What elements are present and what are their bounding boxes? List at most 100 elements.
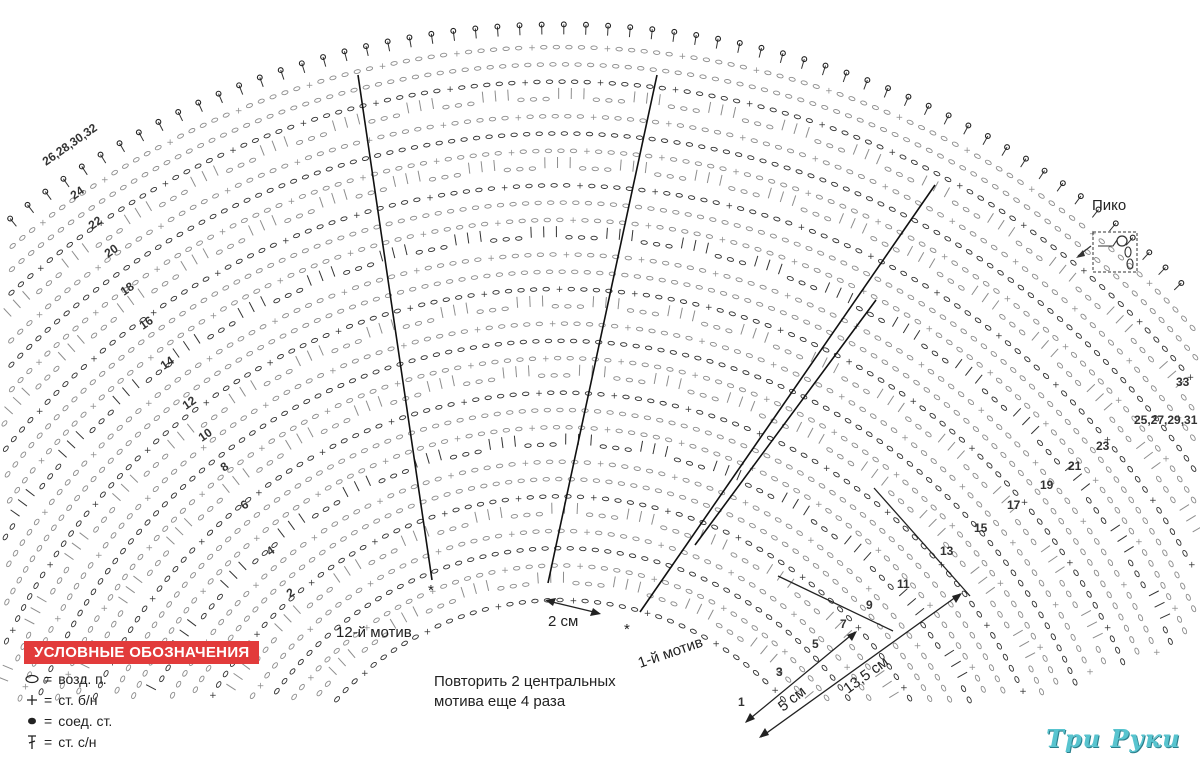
row-number-left: 26,28,30,32 xyxy=(40,120,100,168)
svg-text:+: + xyxy=(771,686,779,696)
svg-text:+: + xyxy=(1136,318,1144,328)
svg-text:+: + xyxy=(1009,538,1017,548)
svg-text:+: + xyxy=(893,471,901,481)
svg-text:+: + xyxy=(388,418,396,428)
svg-text:+: + xyxy=(583,147,591,157)
svg-text:+: + xyxy=(900,683,908,693)
svg-text:+: + xyxy=(202,398,210,408)
svg-text:+: + xyxy=(441,509,449,519)
svg-text:+: + xyxy=(253,534,261,544)
svg-text:+: + xyxy=(698,337,706,347)
svg-text:+: + xyxy=(1028,185,1036,195)
svg-text:+: + xyxy=(884,508,892,518)
svg-text:+: + xyxy=(739,134,747,144)
svg-text:+: + xyxy=(255,488,263,498)
svg-text:+: + xyxy=(253,630,261,640)
svg-text:+: + xyxy=(1036,643,1044,653)
svg-text:+: + xyxy=(742,499,750,509)
svg-text:+: + xyxy=(153,265,161,275)
svg-text:+: + xyxy=(631,289,639,299)
svg-text:+: + xyxy=(763,395,771,405)
svg-text:+: + xyxy=(515,113,523,123)
legend: УСЛОВНЫЕ ОБОЗНАЧЕНИЯ = возд. п. = ст. б/… xyxy=(24,641,274,752)
svg-text:+: + xyxy=(361,669,369,679)
svg-text:+: + xyxy=(658,154,666,164)
motif-divider-lines xyxy=(357,74,936,613)
legend-item-slip-stitch: = соед. ст. xyxy=(24,710,274,731)
svg-text:+: + xyxy=(798,223,806,233)
svg-text:+: + xyxy=(790,610,798,620)
row-number-left: 4 xyxy=(264,543,278,558)
row-number-right: 33 xyxy=(1176,375,1190,389)
svg-text:+: + xyxy=(569,216,577,226)
svg-text:+: + xyxy=(162,179,170,189)
double-crochet-icon xyxy=(24,734,40,750)
row-number-right: 3 xyxy=(776,665,783,679)
svg-text:+: + xyxy=(1175,414,1183,424)
row-number-right: 13 xyxy=(940,544,954,558)
svg-text:+: + xyxy=(460,398,468,408)
svg-text:+: + xyxy=(672,86,680,96)
svg-text:+: + xyxy=(644,609,652,619)
picot-detail xyxy=(1076,231,1138,273)
svg-text:+: + xyxy=(818,121,826,131)
row-number-right: 21 xyxy=(1068,459,1082,473)
svg-text:+: + xyxy=(440,121,448,131)
svg-text:+: + xyxy=(9,626,17,636)
row-number-left: 12 xyxy=(180,393,199,412)
svg-text:+: + xyxy=(359,173,367,183)
picot-label: Пико xyxy=(1092,197,1126,214)
chain-oval-icon xyxy=(24,674,40,684)
svg-text:+: + xyxy=(487,254,495,264)
svg-text:+: + xyxy=(282,236,290,246)
svg-text:+: + xyxy=(823,464,831,474)
svg-text:+: + xyxy=(645,222,653,232)
svg-text:+: + xyxy=(429,587,437,597)
svg-text:+: + xyxy=(329,367,337,377)
svg-text:+: + xyxy=(664,507,672,517)
svg-text:+: + xyxy=(46,560,54,570)
svg-text:+: + xyxy=(791,257,799,267)
svg-text:+: + xyxy=(454,435,462,445)
svg-text:+: + xyxy=(379,62,387,72)
svg-text:+: + xyxy=(1126,356,1134,366)
svg-text:+: + xyxy=(90,355,98,365)
svg-text:+: + xyxy=(41,508,49,518)
svg-text:+: + xyxy=(712,639,720,649)
svg-text:+: + xyxy=(198,490,206,500)
svg-text:+: + xyxy=(252,581,260,591)
svg-text:+: + xyxy=(799,573,807,583)
row-number-left: 6 xyxy=(238,497,252,512)
svg-text:+: + xyxy=(712,269,720,279)
svg-text:+: + xyxy=(1146,279,1154,289)
svg-text:+: + xyxy=(1171,604,1179,614)
svg-text:+: + xyxy=(446,85,454,95)
svg-text:+: + xyxy=(1032,459,1040,469)
row-number-right: 25,27,29,31 xyxy=(1134,413,1198,427)
svg-text:+: + xyxy=(611,391,619,401)
svg-text:+: + xyxy=(528,44,536,54)
row-number-right: 15 xyxy=(974,521,988,535)
svg-text:+: + xyxy=(749,464,757,474)
svg-text:+: + xyxy=(144,494,152,504)
svg-text:+: + xyxy=(959,482,967,492)
svg-text:+: + xyxy=(371,538,379,548)
svg-text:+: + xyxy=(995,331,1003,341)
svg-text:+: + xyxy=(147,353,155,363)
svg-text:+: + xyxy=(963,146,971,156)
svg-text:+: + xyxy=(101,604,109,614)
svg-text:+: + xyxy=(705,303,713,313)
svg-text:+: + xyxy=(266,359,274,369)
svg-text:+: + xyxy=(311,534,319,544)
svg-text:+: + xyxy=(948,521,956,531)
stitch-rows: + + + + + + + + + + + + + + + + + + + + + + + + + + + + + + + + + + + + + + + +… xyxy=(0,44,1200,704)
svg-text:+: + xyxy=(807,536,815,546)
dimension-2cm-label: 2 см xyxy=(548,613,578,630)
svg-text:+: + xyxy=(101,175,109,185)
svg-text:+: + xyxy=(576,562,584,572)
svg-text:+: + xyxy=(508,530,516,540)
svg-text:+: + xyxy=(262,401,270,411)
row-number-left: 20 xyxy=(102,241,121,260)
